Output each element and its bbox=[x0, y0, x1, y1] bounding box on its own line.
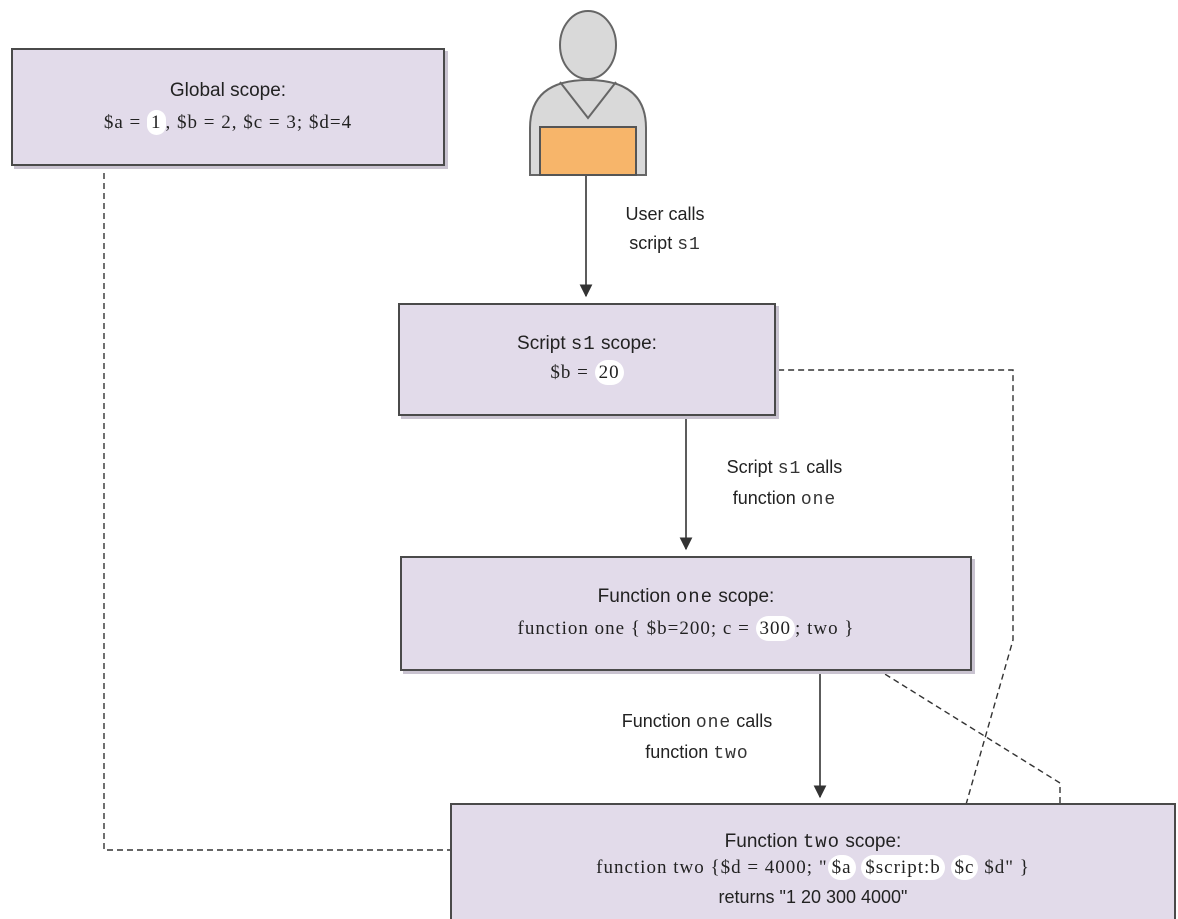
function-one-scope-title: Function one scope: bbox=[597, 586, 775, 608]
function-two-returns: returns "1 20 300 4000" bbox=[718, 887, 908, 907]
two-a-ref: $a bbox=[827, 855, 856, 880]
script-b-value: 20 bbox=[594, 360, 624, 385]
global-a-value: 1 bbox=[147, 110, 166, 135]
laptop-icon bbox=[539, 126, 637, 176]
global-scope-box: Global scope: $a = 1, $b = 2, $c = 3; $d… bbox=[11, 48, 445, 166]
function-two-scope-box: Function two scope: function two {$d = 4… bbox=[450, 803, 1176, 919]
function-one-scope-box: Function one scope: function one { $b=20… bbox=[400, 556, 972, 671]
script-scope-code: $b = 20 bbox=[400, 360, 774, 385]
one-c-value: 300 bbox=[755, 616, 796, 641]
function-one-code: function one { $b=200; c = 300; two } bbox=[517, 616, 855, 641]
script-scope-box: Script s1 scope: $b = 20 bbox=[398, 303, 776, 416]
global-scope-title: Global scope: bbox=[169, 80, 287, 101]
dashed-ref-a-to-global bbox=[98, 150, 853, 851]
global-scope-code: $a = 1, $b = 2, $c = 3; $d=4 bbox=[103, 110, 353, 135]
two-c-ref: $c bbox=[950, 855, 979, 880]
two-scriptb-ref: $script:b bbox=[861, 855, 945, 880]
dashed-ref-scriptb-to-script bbox=[635, 364, 1014, 844]
function-two-scope-title: Function two scope: bbox=[724, 831, 902, 853]
script-scope-title: Script s1 scope: bbox=[517, 333, 657, 355]
function-two-code: function two {$d = 4000; "$a $script:b $… bbox=[596, 855, 1030, 880]
script-calls-label: Script s1 calls function one bbox=[726, 457, 843, 510]
one-calls-label: Function one calls function two bbox=[621, 711, 773, 764]
user-calls-label: User calls script s1 bbox=[625, 204, 705, 255]
